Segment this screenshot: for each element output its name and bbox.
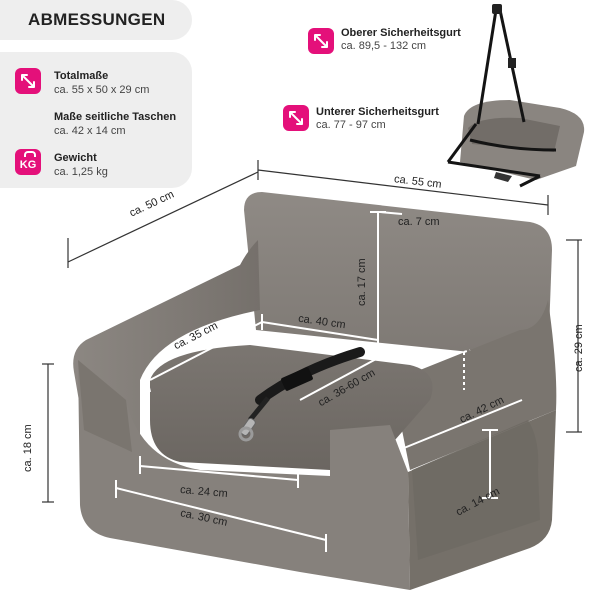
harness-value: ca. 77 - 97 cm	[316, 119, 386, 131]
harness-lower: Unterer Sicherheitsgurt ca. 77 - 97 cm	[316, 106, 439, 132]
seat-backrest	[244, 192, 552, 360]
outer-dimension-lines	[42, 160, 582, 503]
measure-height-total: ca. 29 cm	[573, 324, 585, 372]
spec-pocket-dimensions: Maße seitliche Taschen ca. 42 x 14 cm	[54, 110, 176, 138]
spec-weight: Gewicht ca. 1,25 kg	[54, 151, 108, 179]
inner-dimension-lines	[115, 211, 523, 552]
seat-left-armrest	[73, 240, 260, 440]
page-title: ABMESSUNGEN	[28, 10, 166, 29]
spec-label: Totalmaße	[54, 70, 109, 82]
measure-front-height: ca. 18 cm	[22, 424, 34, 472]
spec-label: Gewicht	[54, 152, 97, 164]
spec-value: ca. 1,25 kg	[54, 166, 108, 178]
harness-label: Unterer Sicherheitsgurt	[316, 106, 439, 118]
harness-value: ca. 89,5 - 132 cm	[341, 40, 426, 52]
carabiner-clip	[238, 418, 256, 442]
spec-value: ca. 42 x 14 cm	[54, 125, 126, 137]
harness-label: Oberer Sicherheitsgurt	[341, 27, 461, 39]
specs-panel: Totalmaße ca. 55 x 50 x 29 cm Maße seitl…	[0, 52, 192, 188]
harness-upper: Oberer Sicherheitsgurt ca. 89,5 - 132 cm	[341, 27, 461, 53]
header-tab: ABMESSUNGEN	[0, 0, 192, 40]
spec-label: Maße seitliche Taschen	[54, 111, 177, 123]
spec-value: ca. 55 x 50 x 29 cm	[54, 84, 150, 96]
measure-back-thickness: ca. 7 cm	[398, 216, 440, 228]
weight-kg-icon: KG	[15, 149, 41, 175]
measure-back-height: ca. 17 cm	[356, 258, 368, 306]
weight-badge-text: KG	[19, 158, 37, 171]
harness-thumbnail	[446, 4, 585, 188]
seat-right-armrest	[400, 300, 557, 470]
ruler-diagonal-icon	[283, 105, 309, 131]
ruler-diagonal-icon	[15, 68, 41, 94]
side-pocket	[412, 420, 540, 560]
ruler-diagonal-icon	[308, 28, 334, 54]
spec-total-dimensions: Totalmaße ca. 55 x 50 x 29 cm	[54, 69, 149, 97]
